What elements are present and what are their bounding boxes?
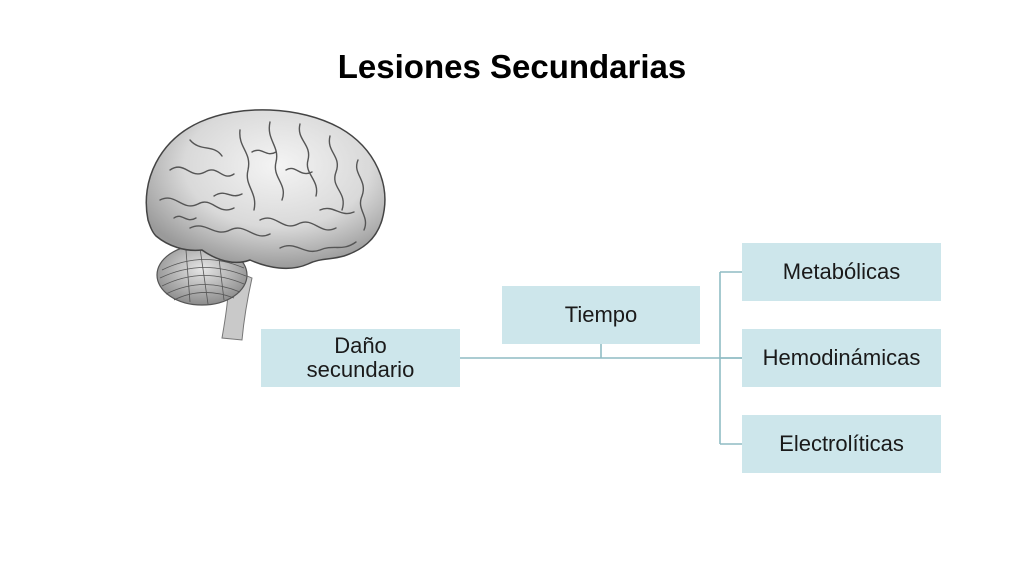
node-child-2-label: Hemodinámicas xyxy=(762,345,921,370)
node-child-3: Electrolíticas xyxy=(742,415,941,473)
node-root-label: Daño secundario xyxy=(306,333,415,382)
brain-illustration xyxy=(145,109,386,341)
node-child-2: Hemodinámicas xyxy=(742,329,941,387)
node-child-3-label: Electrolíticas xyxy=(779,431,904,456)
node-middle-label: Tiempo xyxy=(564,302,638,327)
node-middle: Tiempo xyxy=(502,286,700,344)
slide-title: Lesiones Secundarias xyxy=(337,48,687,85)
node-child-1-label: Metabólicas xyxy=(782,259,901,284)
node-root: Daño secundario xyxy=(261,329,460,387)
node-child-1: Metabólicas xyxy=(742,243,941,301)
